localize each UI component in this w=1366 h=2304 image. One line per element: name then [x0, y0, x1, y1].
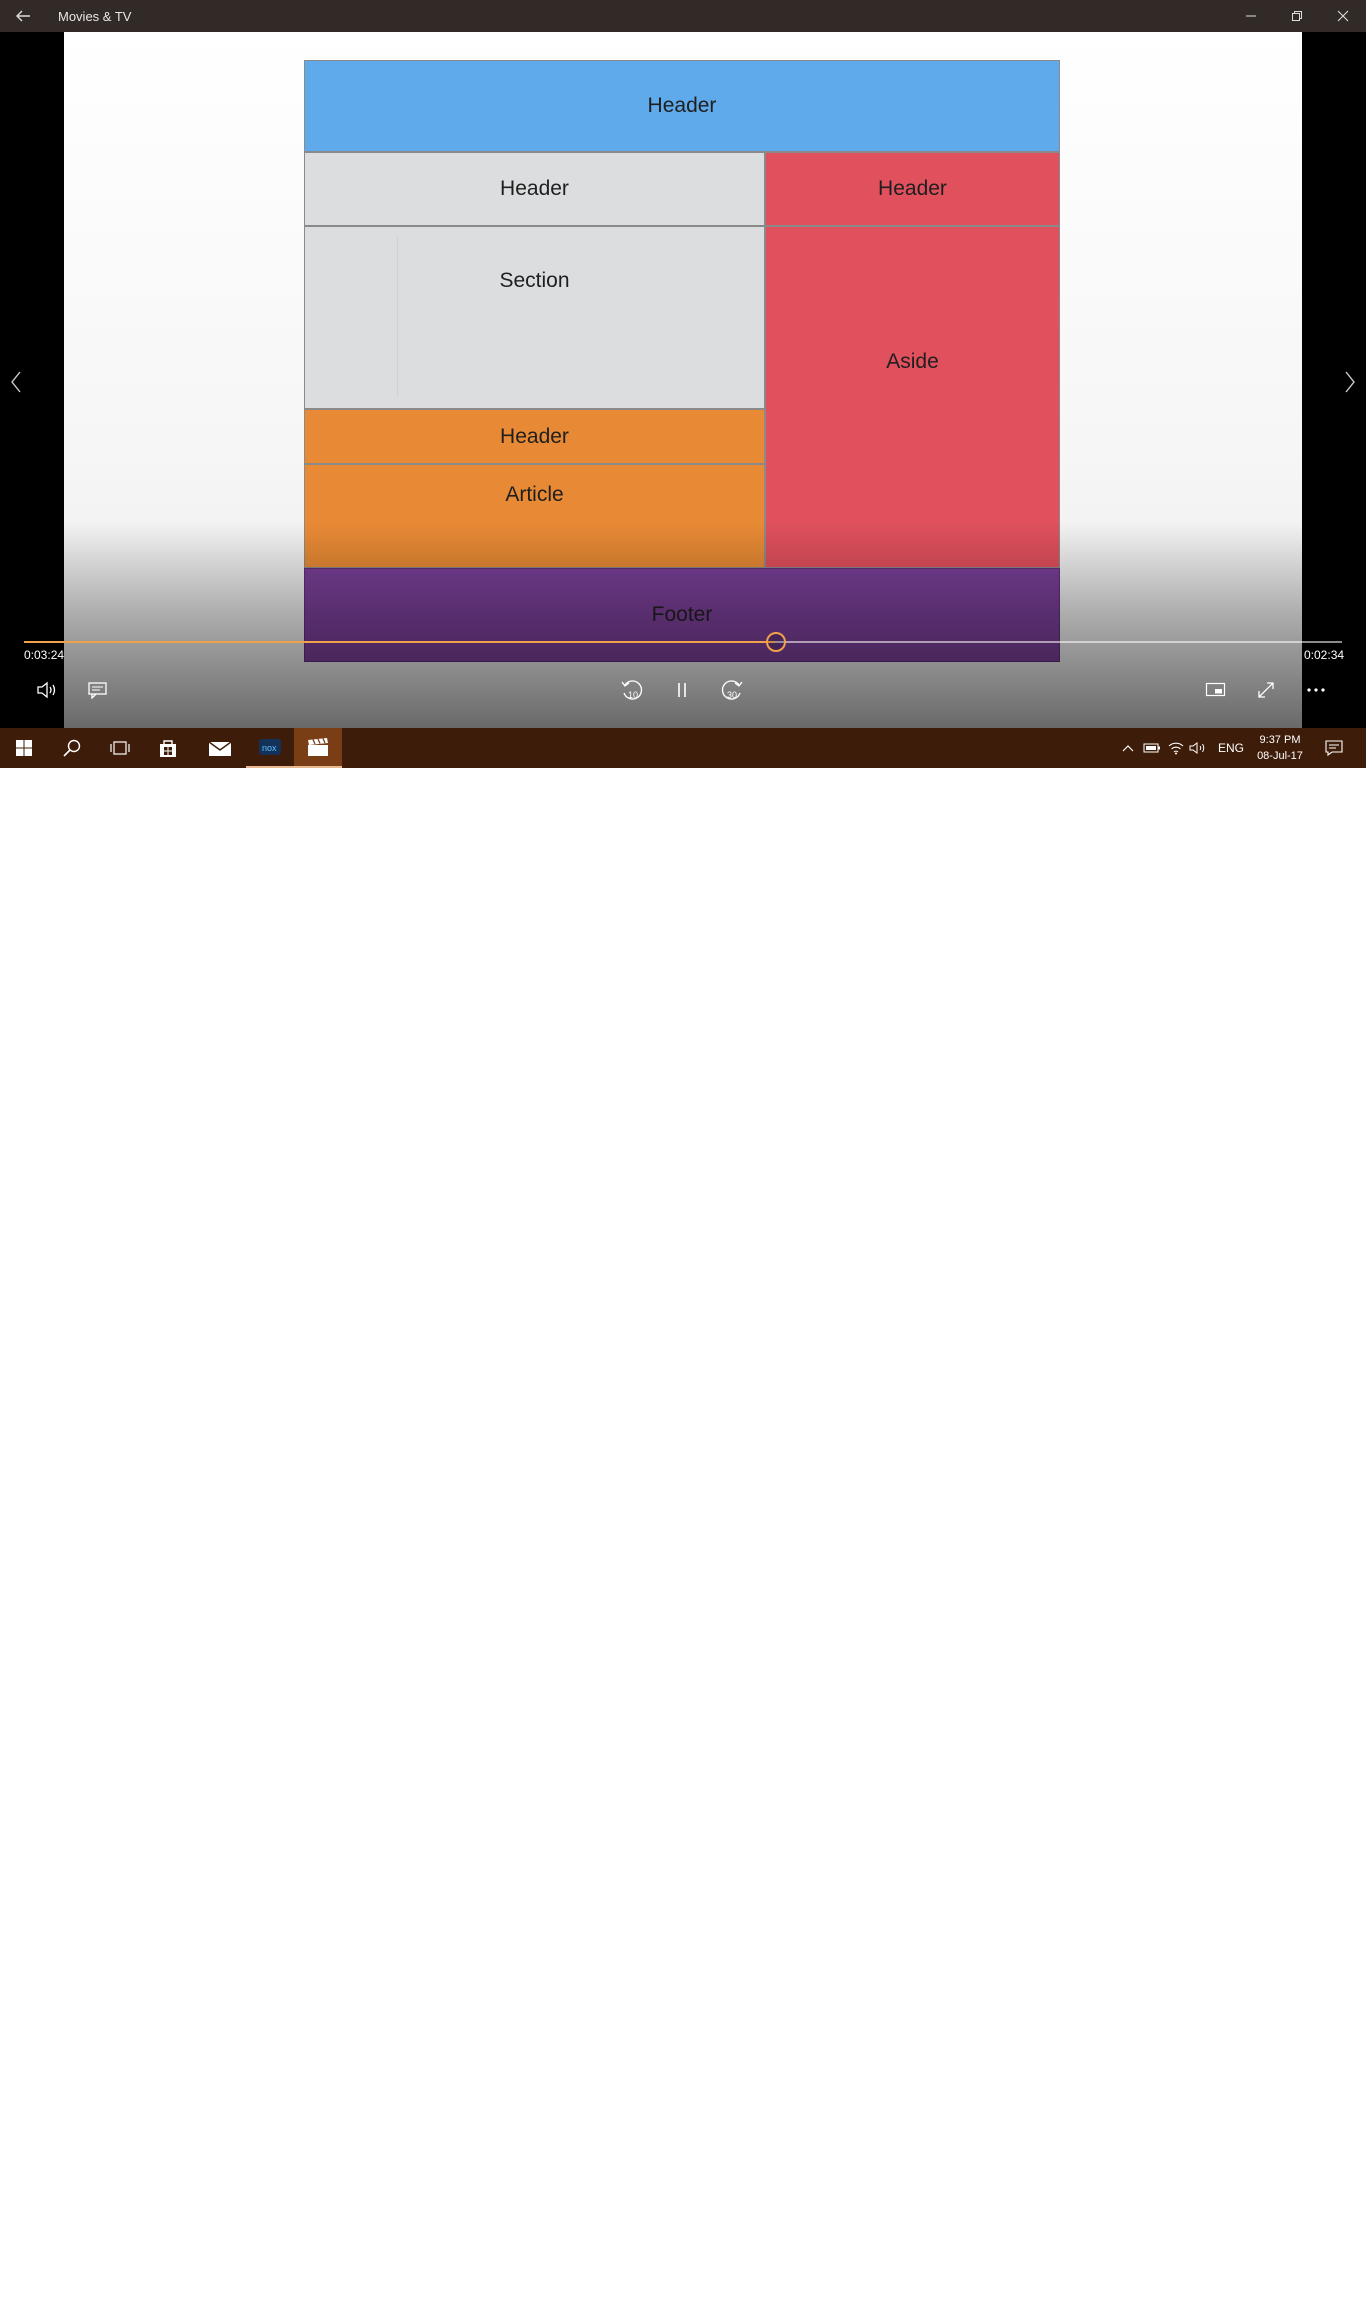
language-indicator[interactable]: ENG: [1218, 741, 1245, 755]
back-arrow-icon[interactable]: [12, 6, 34, 26]
search-icon[interactable]: [48, 728, 96, 768]
layout-block-article: Article: [304, 464, 765, 568]
chevron-left-icon[interactable]: [4, 362, 28, 402]
skip-forward-label: 30: [727, 690, 737, 700]
skip-back-label: 10: [628, 690, 638, 700]
nox-icon[interactable]: nox: [246, 728, 294, 768]
block-label: Header: [647, 94, 717, 117]
mail-icon[interactable]: [196, 728, 244, 768]
nox-icon-label: nox: [262, 743, 277, 753]
block-label: Article: [505, 483, 564, 506]
minimize-icon[interactable]: [1228, 0, 1274, 32]
seek-bar[interactable]: [24, 630, 1342, 654]
layout-block-section: Section: [304, 226, 765, 409]
video-surface[interactable]: Header Header Header Section Aside Heade…: [0, 32, 1366, 728]
skip-back-icon[interactable]: 10: [612, 672, 652, 708]
clock-date: 08-Jul-17: [1257, 750, 1303, 762]
more-icon[interactable]: [1296, 672, 1336, 708]
layout-block-right-header: Header: [765, 152, 1060, 226]
clock[interactable]: 9:37 PM 08-Jul-17: [1248, 732, 1312, 764]
block-label: Header: [500, 424, 569, 448]
task-view-icon[interactable]: [96, 728, 144, 768]
speaker-icon[interactable]: [1188, 738, 1208, 758]
mini-view-icon[interactable]: [1196, 672, 1236, 708]
tray-chevron-icon[interactable]: [1118, 738, 1138, 758]
chevron-right-icon[interactable]: [1338, 362, 1362, 402]
layout-block-aside: Aside: [765, 226, 1060, 568]
skip-forward-icon[interactable]: 30: [712, 672, 752, 708]
notification-icon[interactable]: [1322, 737, 1346, 759]
battery-icon[interactable]: [1142, 738, 1162, 758]
video-frame: Header Header Header Section Aside Heade…: [64, 32, 1302, 728]
taskbar: nox ENG 9:37 PM 08-Jul-17: [0, 728, 1366, 768]
restore-icon[interactable]: [1274, 0, 1320, 32]
block-label: Section: [499, 269, 570, 292]
movies-icon[interactable]: [294, 728, 342, 768]
seek-thumb[interactable]: [766, 632, 787, 652]
remaining-time: 0:02:34: [1304, 648, 1345, 662]
close-icon[interactable]: [1320, 0, 1366, 32]
divider: [397, 237, 398, 397]
elapsed-time: 0:03:24: [24, 648, 65, 662]
volume-icon[interactable]: [28, 672, 68, 708]
window-title: Movies & TV: [58, 9, 132, 24]
block-label: Aside: [886, 350, 939, 373]
layout-block-top-header: Header: [304, 60, 1060, 152]
block-label: Header: [500, 177, 569, 200]
captions-icon[interactable]: [78, 672, 118, 708]
pause-icon[interactable]: [662, 672, 702, 708]
title-bar: Movies & TV: [0, 0, 1366, 32]
block-label: Header: [878, 177, 947, 200]
store-icon[interactable]: [144, 728, 192, 768]
network-icon[interactable]: [1166, 738, 1186, 758]
fullscreen-icon[interactable]: [1246, 672, 1286, 708]
seek-progress: [24, 641, 776, 643]
clock-time: 9:37 PM: [1259, 734, 1301, 746]
layout-block-article-header: Header: [304, 409, 765, 464]
windows-start-icon[interactable]: [0, 728, 48, 768]
movies-tv-window: Movies & TV Header Header Header Section…: [0, 0, 1366, 768]
layout-block-left-header: Header: [304, 152, 765, 226]
block-label: Footer: [651, 603, 713, 626]
